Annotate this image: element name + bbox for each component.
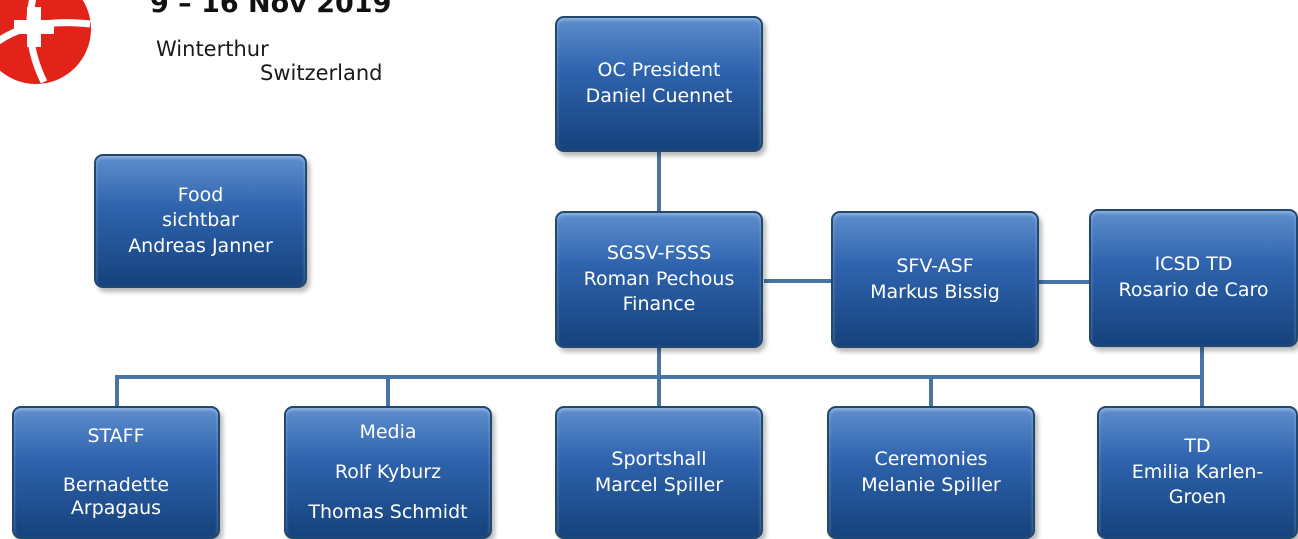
node-organization: sichtbar (162, 209, 239, 232)
node-person: Daniel Cuennet (585, 85, 733, 107)
node-person-line1: Bernadette (62, 474, 170, 497)
node-person: Melanie Spiller (861, 473, 1001, 496)
node-title: OC President (597, 59, 721, 82)
node-person-group: Bernadette Arpagaus (63, 474, 169, 520)
node-person: Rolf Kyburz (334, 461, 442, 484)
node-food: Food sichtbar Andreas Janner (94, 154, 307, 288)
node-title: TD (1184, 435, 1211, 458)
node-person: Andreas Janner (128, 234, 273, 257)
node-person: Rosario de Caro (1118, 279, 1269, 301)
node-title: STAFF (87, 425, 145, 448)
node-person: Markus Bissig (870, 280, 1000, 303)
node-person-line2: Arpagaus (70, 497, 162, 520)
node-ceremonies: Ceremonies Melanie Spiller (827, 406, 1035, 539)
node-title: SFV-ASF (896, 254, 974, 277)
node-oc-president: OC President Daniel Cuennet (555, 16, 763, 152)
node-sfv-asf: SFV-ASF Markus Bissig (831, 211, 1039, 348)
node-staff: STAFF Bernadette Arpagaus (12, 406, 220, 539)
node-person: Marcel Spiller (594, 473, 724, 496)
node-title: Food (177, 183, 224, 206)
node-title: SGSV-FSSS (606, 242, 712, 265)
event-date: 9 – 16 Nov 2019 (150, 0, 392, 19)
event-city: Winterthur (156, 37, 269, 61)
node-person-line1: Emilia Karlen- (1131, 460, 1264, 483)
node-role: Finance (622, 293, 696, 316)
node-sgsv-fsss: SGSV-FSSS Roman Pechous Finance (555, 211, 763, 348)
node-title: ICSD TD (1154, 253, 1233, 276)
node-sportshall: Sportshall Marcel Spiller (555, 406, 763, 539)
node-person: Thomas Schmidt (308, 501, 468, 524)
node-td: TD Emilia Karlen- Groen (1097, 406, 1298, 539)
node-title: Ceremonies (874, 447, 988, 470)
node-person: Roman Pechous (583, 267, 735, 290)
node-title: Sportshall (611, 447, 707, 470)
node-media: Media Rolf Kyburz Thomas Schmidt (284, 406, 492, 539)
swiss-cross-logo (0, 0, 91, 84)
node-person-line2: Groen (1168, 486, 1227, 509)
node-icsd-td: ICSD TD Rosario de Caro (1089, 209, 1298, 347)
event-country: Switzerland (260, 61, 383, 85)
node-title: Media (359, 420, 417, 443)
